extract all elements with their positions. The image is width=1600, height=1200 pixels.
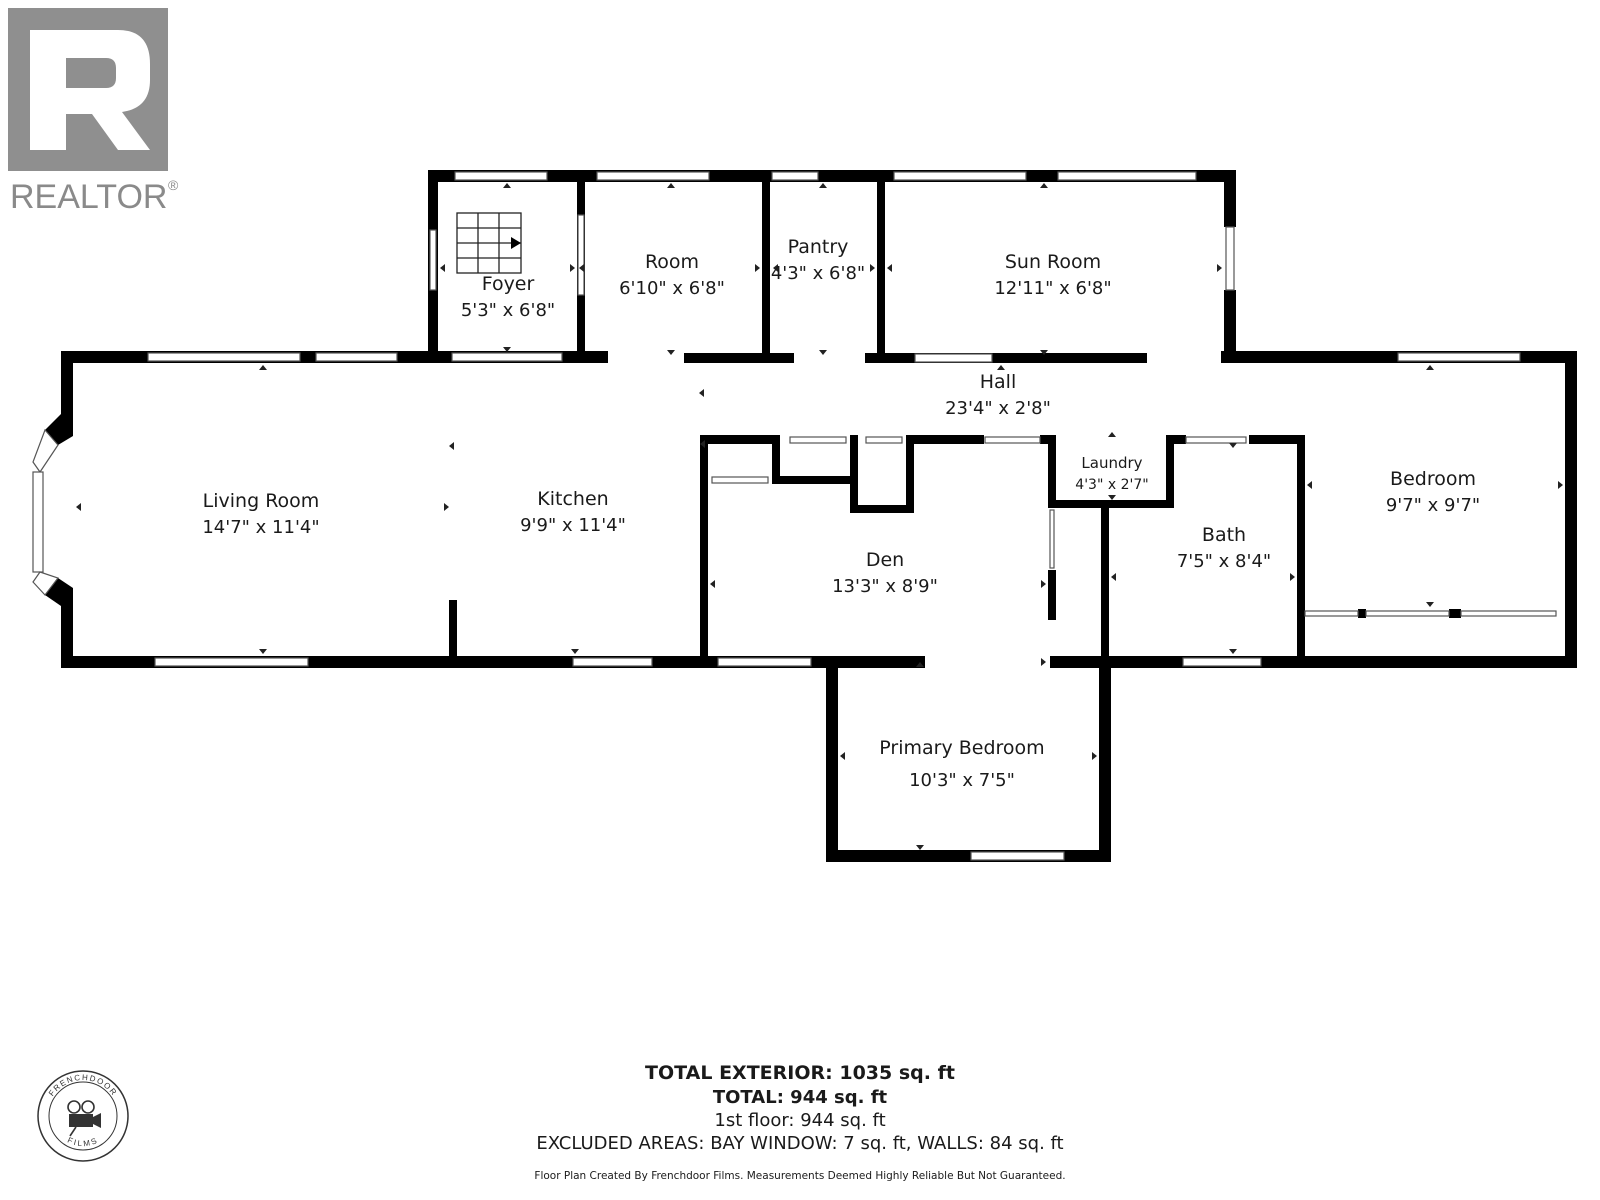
realtor-wordmark: REALTOR	[10, 178, 167, 216]
living-room-dim: 14'7" x 11'4"	[202, 517, 319, 538]
primary-bedroom-name: Primary Bedroom	[879, 737, 1044, 759]
bedroom-dim: 9'7" x 9'7"	[1386, 495, 1480, 516]
bedroom-name: Bedroom	[1390, 468, 1476, 490]
dimension-markers	[76, 183, 1563, 850]
first-floor-area: 1st floor: 944 sq. ft	[714, 1110, 886, 1131]
laundry-name: Laundry	[1081, 454, 1142, 472]
stairs	[456, 212, 522, 274]
windows	[32, 171, 1557, 861]
realtor-logo: REALTOR ®	[8, 8, 179, 216]
sunroom-dim: 12'11" x 6'8"	[994, 278, 1111, 299]
disclaimer: Floor Plan Created By Frenchdoor Films. …	[534, 1170, 1066, 1182]
hall-dim: 23'4" x 2'8"	[945, 398, 1051, 419]
total-exterior-line: TOTAL EXTERIOR: 1035 sq. ft	[450, 1062, 1150, 1084]
total-value: 944 sq. ft	[790, 1087, 888, 1108]
room-labels: Foyer 5'3" x 6'8" Room 6'10" x 6'8" Pant…	[202, 236, 1480, 791]
svg-text:FRENCHDOOR: FRENCHDOOR	[47, 1073, 119, 1098]
laundry-dim: 4'3" x 2'7"	[1075, 477, 1148, 493]
living-room-name: Living Room	[203, 490, 320, 512]
pantry-name: Pantry	[788, 236, 849, 258]
room-name: Room	[645, 251, 699, 273]
total-exterior-value: 1035 sq. ft	[839, 1062, 955, 1084]
frenchdoor-stamp: FRENCHDOOR FILMS	[37, 1070, 129, 1162]
bath-dim: 7'5" x 8'4"	[1177, 551, 1271, 572]
foyer-name: Foyer	[482, 273, 535, 295]
kitchen-dim: 9'9" x 11'4"	[520, 515, 626, 536]
foyer-dim: 5'3" x 6'8"	[461, 300, 555, 321]
total-exterior-label: TOTAL EXTERIOR:	[645, 1062, 833, 1084]
den-dim: 13'3" x 8'9"	[832, 576, 938, 597]
pantry-dim: 4'3" x 6'8"	[771, 263, 865, 284]
bath-name: Bath	[1202, 524, 1246, 546]
film-camera-icon	[67, 1100, 101, 1137]
svg-text:®: ®	[168, 177, 179, 193]
kitchen-name: Kitchen	[537, 488, 608, 510]
excluded-areas: EXCLUDED AREAS: BAY WINDOW: 7 sq. ft, WA…	[536, 1133, 1064, 1154]
svg-text:FILMS: FILMS	[66, 1136, 100, 1149]
room-dim: 6'10" x 6'8"	[619, 278, 725, 299]
primary-bedroom-dim: 10'3" x 7'5"	[909, 770, 1015, 791]
den-name: Den	[866, 549, 904, 571]
total-label: TOTAL:	[712, 1087, 784, 1108]
sunroom-name: Sun Room	[1005, 251, 1101, 273]
hall-name: Hall	[980, 371, 1017, 393]
total-line: TOTAL: 944 sq. ft	[450, 1087, 1150, 1108]
